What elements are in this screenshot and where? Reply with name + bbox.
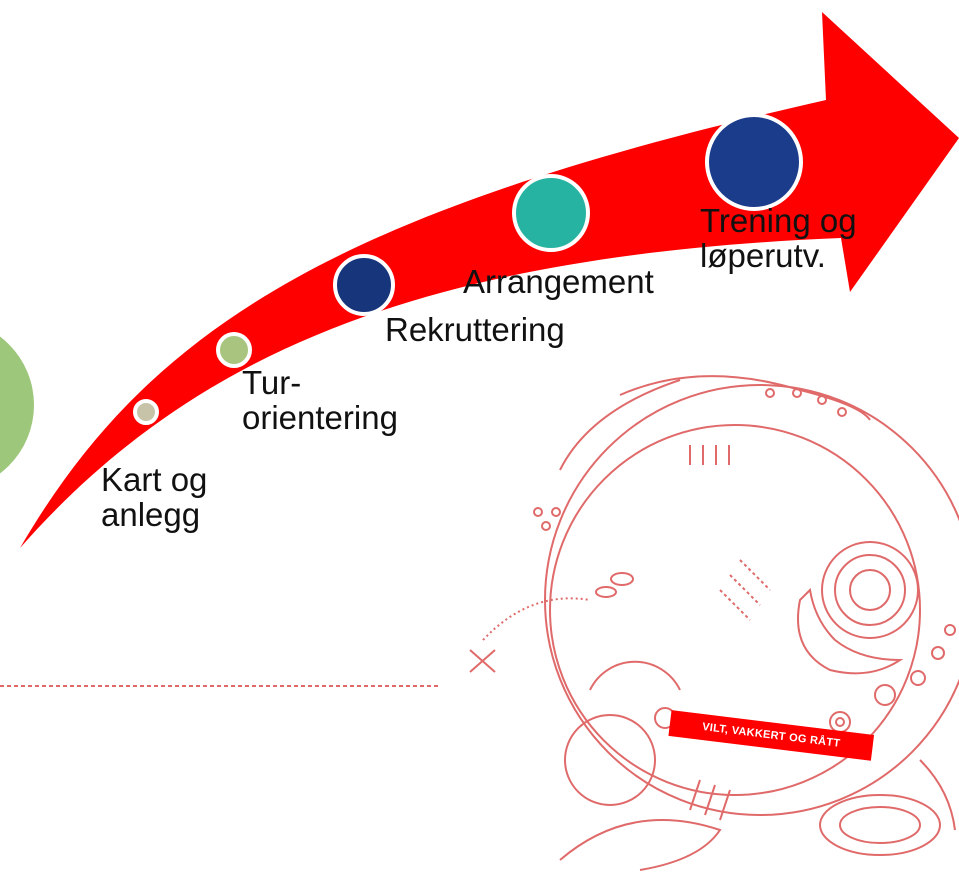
step-marker-trening — [705, 113, 803, 211]
step-marker-kart-og-anlegg — [133, 399, 159, 425]
step-marker-tur-orientering — [216, 332, 252, 368]
step-marker-arrangement — [512, 174, 590, 252]
decorative-illustration — [0, 375, 959, 871]
side-green-circle — [0, 336, 34, 474]
step-label-trening-og-loperutv: Trening og løperutv. — [700, 202, 857, 274]
step-label-rekruttering: Rekruttering — [385, 311, 565, 348]
step-label-tur-orientering: Tur- orientering — [242, 364, 398, 436]
step-label-arrangement: Arrangement — [463, 263, 654, 300]
step-label-kart-og-anlegg: Kart og anlegg — [101, 461, 208, 533]
badge-ribbon — [668, 710, 875, 761]
step-marker-rekruttering — [333, 254, 395, 316]
